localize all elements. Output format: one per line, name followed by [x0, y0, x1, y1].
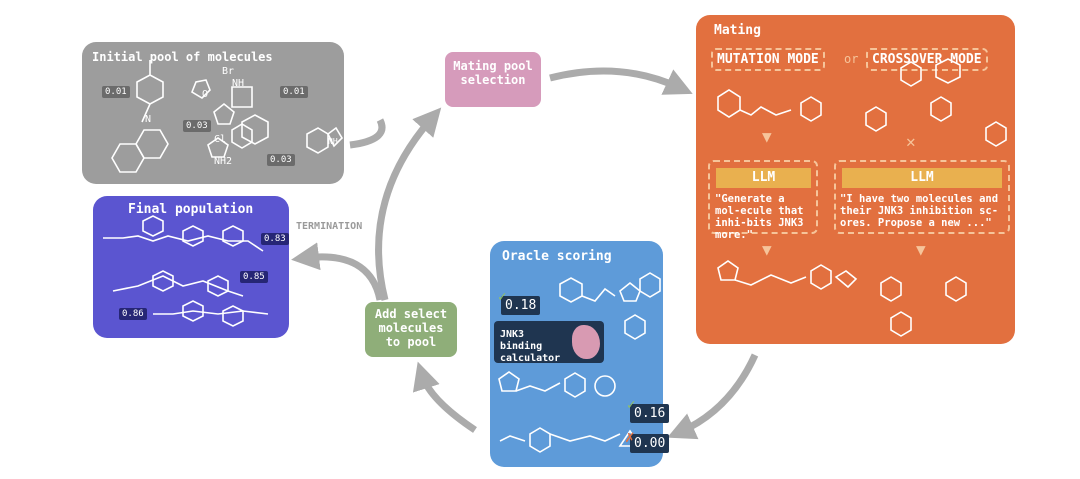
score-badge: 0.16 — [630, 404, 670, 423]
crossover-arrows-icon: ✕ — [906, 132, 916, 151]
atom-label-cl: Cl — [214, 134, 227, 145]
atom-label-nh2: NH2 — [214, 156, 233, 167]
cross-icon: ✗ — [625, 427, 635, 446]
or-label: or — [844, 52, 859, 66]
mating-pool-selection-node: Mating pool selection — [445, 52, 541, 107]
molecule-structure — [717, 58, 1007, 337]
jnk3-binding-calculator: JNK3 binding calculator — [494, 321, 604, 364]
oracle-scoring-title: Oracle scoring — [502, 249, 612, 264]
score-badge: 0.18 — [501, 296, 541, 315]
calculator-label: JNK3 binding calculator — [500, 329, 561, 364]
llm-label: LLM — [842, 168, 1002, 188]
mating-pool-selection-label: Mating pool selection — [453, 59, 533, 87]
score-badge: 0.03 — [267, 154, 295, 166]
atom-label-nh: NH — [328, 137, 338, 146]
arrow-pool-to-selection — [349, 118, 386, 149]
arrow-mating-to-oracle — [667, 353, 759, 440]
score-badge: 0.86 — [119, 308, 147, 320]
atom-label-n: N — [145, 114, 152, 125]
crossover-llm-panel — [834, 160, 1010, 234]
molecule-structure — [103, 215, 269, 327]
protein-structure-icon — [572, 325, 600, 359]
final-population-title: Final population — [128, 202, 254, 217]
final-population-panel: Final population 0.83 0.85 0.86 — [93, 196, 289, 338]
initial-pool-title: Initial pool of molecules — [92, 50, 273, 64]
oracle-scoring-panel: Oracle scoring 0.18 ✓ JNK3 binding calcu… — [490, 241, 670, 467]
arrow-oracle-to-add — [412, 361, 477, 433]
check-icon: ✓ — [498, 289, 507, 305]
down-arrow-icon: ▼ — [916, 240, 926, 259]
llm-label: LLM — [716, 168, 811, 188]
down-arrow-icon: ▼ — [762, 240, 772, 259]
arrow-selection-to-mating — [549, 67, 693, 95]
score-badge: 0.03 — [183, 120, 211, 132]
termination-label: TERMINATION — [296, 221, 363, 232]
score-badge: 0.01 — [280, 86, 308, 98]
mutation-prompt: "Generate a mol-ecule that inhi-bits JNK… — [715, 193, 804, 241]
mating-panel: Mating MUTATION MODE or CROSSOVER MODE ▼… — [696, 15, 1015, 344]
molecule-structure — [498, 272, 661, 453]
score-badge: 0.83 — [261, 233, 289, 245]
atom-label-o: O — [202, 89, 209, 100]
initial-pool-panel: Initial pool of molecules 0.01 0.01 0.03… — [82, 42, 344, 184]
mutation-llm-panel — [708, 160, 818, 234]
score-badge: 0.01 — [102, 86, 130, 98]
add-select-node: Add select molecules to pool — [365, 302, 457, 357]
arrow-add-to-selection — [375, 107, 442, 301]
crossover-prompt: "I have two molecules and their JNK3 inh… — [840, 193, 999, 229]
check-icon: ✓ — [627, 397, 636, 413]
crossover-mode-label: CROSSOVER MODE — [866, 48, 988, 71]
score-badge: 0.85 — [240, 271, 268, 283]
down-arrow-icon: ▼ — [762, 127, 772, 146]
atom-label-br: Br — [222, 66, 235, 77]
atom-label-nh: NH — [232, 78, 245, 89]
score-badge: 0.00 — [630, 434, 670, 453]
add-select-label: Add select molecules to pool — [374, 307, 448, 349]
mating-title: Mating — [714, 23, 761, 38]
arrow-add-to-final — [291, 242, 384, 301]
molecule-structure — [111, 60, 344, 173]
mutation-mode-label: MUTATION MODE — [711, 48, 825, 71]
